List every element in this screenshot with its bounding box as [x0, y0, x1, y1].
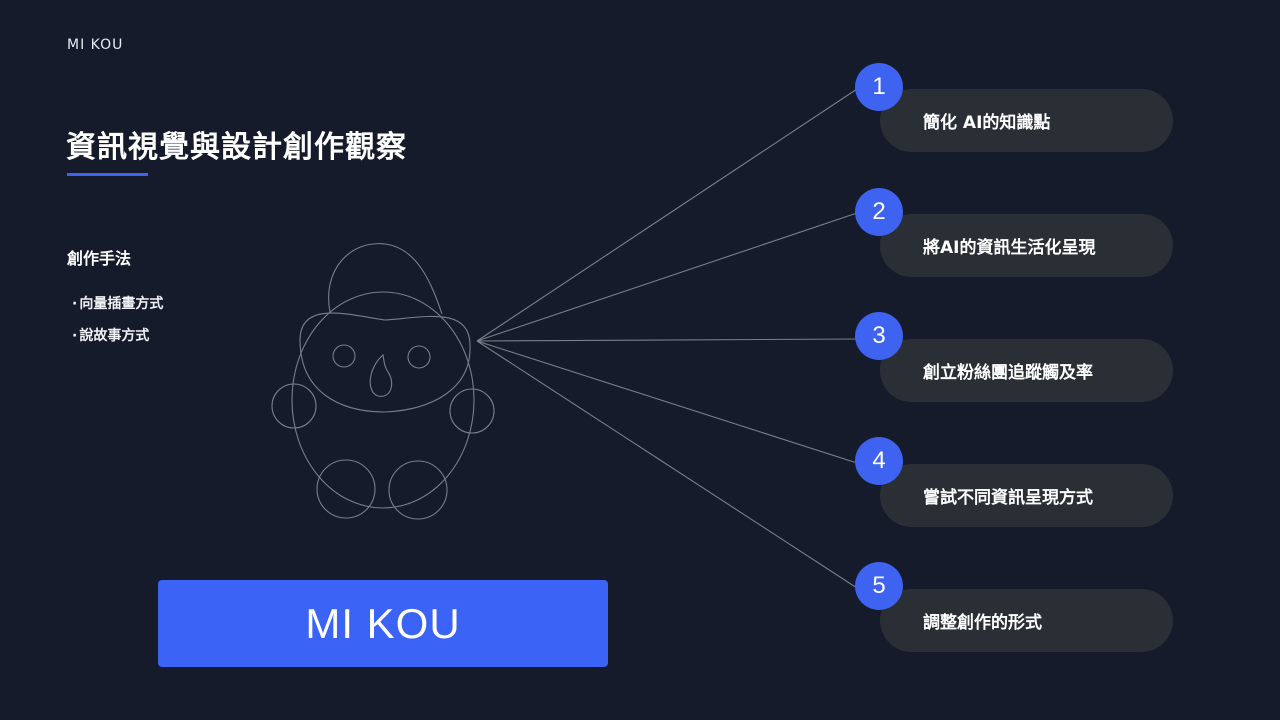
mascot-head	[299, 312, 471, 413]
methods-list: ·向量插畫方式 ·說故事方式	[72, 294, 163, 358]
step-number-badge: 3	[855, 312, 903, 360]
methods-item: ·說故事方式	[72, 328, 150, 344]
connector-line	[476, 340, 858, 464]
methods-heading: 創作手法	[67, 249, 132, 268]
step-pill-2: 將AI的資訊生活化呈現	[880, 214, 1173, 277]
step-label: 調整創作的形式	[923, 613, 1042, 633]
step-pill-3: 創立粉絲團追蹤觸及率	[880, 339, 1173, 402]
step-label: 簡化 AI的知識點	[923, 113, 1051, 133]
mascot-left-eye	[332, 344, 356, 368]
title-underline	[67, 173, 148, 176]
step-label: 將AI的資訊生活化呈現	[923, 238, 1096, 258]
mascot-hat	[328, 243, 443, 315]
methods-item: ·向量插畫方式	[72, 296, 164, 312]
mascot-right-hand	[449, 388, 495, 434]
step-pill-5: 調整創作的形式	[880, 589, 1173, 652]
mascot-right-eye	[407, 345, 431, 369]
mascot-left-foot	[316, 459, 376, 519]
mascot-right-foot	[388, 460, 448, 520]
step-pill-4: 嘗試不同資訊呈現方式	[880, 464, 1173, 527]
connector-line	[476, 338, 858, 342]
brand-label: MI KOU	[67, 37, 124, 53]
page-title: 資訊視覺與設計創作觀察	[66, 130, 407, 165]
step-label: 嘗試不同資訊呈現方式	[923, 488, 1093, 508]
mascot-body	[291, 291, 475, 509]
mi-kou-button[interactable]: MI KOU	[158, 580, 608, 667]
step-number-badge: 2	[855, 188, 903, 236]
step-number-badge: 4	[855, 437, 903, 485]
step-number-badge: 1	[855, 63, 903, 111]
connector-line	[476, 212, 858, 342]
connector-line	[476, 340, 858, 589]
mascot-beak	[369, 353, 393, 397]
step-label: 創立粉絲團追蹤觸及率	[923, 363, 1093, 383]
step-number-badge: 5	[855, 562, 903, 610]
step-pill-1: 簡化 AI的知識點	[880, 89, 1173, 152]
mascot-left-hand	[271, 383, 317, 429]
connector-line	[476, 88, 858, 342]
